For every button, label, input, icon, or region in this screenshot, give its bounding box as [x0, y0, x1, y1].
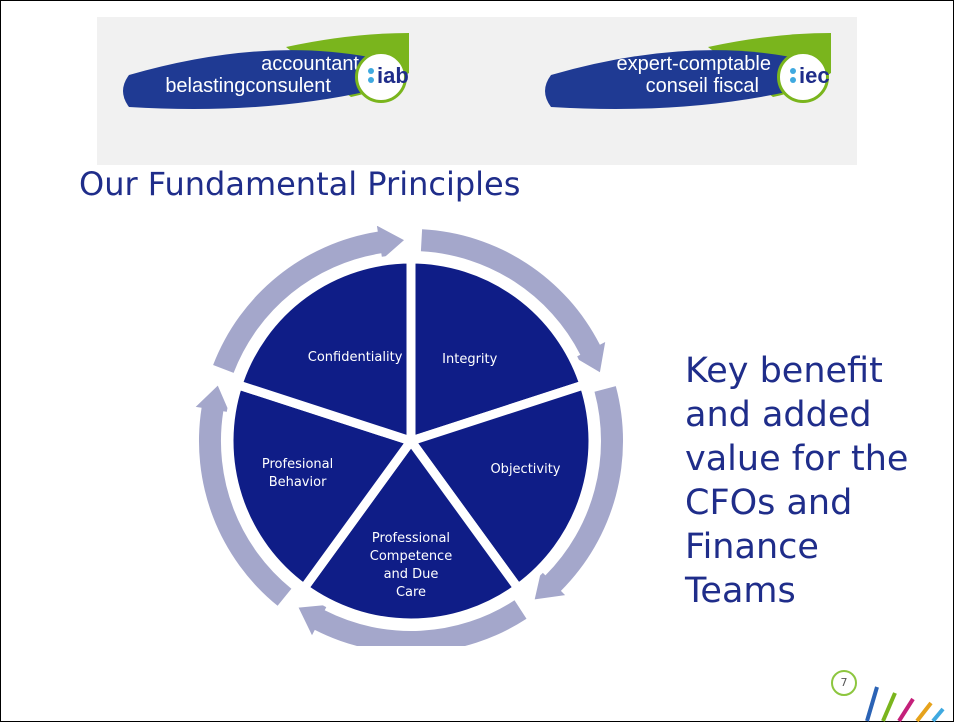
label-objectivity: Objectivity [465, 461, 585, 479]
cycle-arrow-integrity [420, 229, 606, 373]
iab-badge-text: iab [377, 63, 409, 88]
iab-logo: accountant belastingconsulent iab [111, 31, 411, 111]
iab-badge: iab [355, 51, 409, 103]
benefit-text-line: and added [685, 395, 872, 435]
corner-logo [865, 686, 945, 723]
benefit-text-line: Teams [685, 571, 796, 611]
cycle-arrow-competence [298, 600, 527, 646]
slide-title: Our Fundamental Principles [79, 165, 521, 203]
iec-badge-text: iec [799, 63, 830, 88]
label-line: Care [395, 585, 427, 600]
label-line: Professional [371, 531, 451, 546]
dots-icon [790, 68, 798, 90]
benefit-text-line: value for the [685, 439, 909, 479]
label-line: Integrity [442, 352, 498, 368]
segment-behavior [224, 380, 416, 593]
label-line: Competence [369, 549, 453, 564]
label-line: and Due [383, 567, 439, 582]
label-line: Behavior [268, 474, 327, 490]
segment-competence [299, 436, 523, 628]
iec-logo-line2: conseil fiscal [645, 75, 759, 97]
label-confidentiality: Confidentiality [295, 349, 415, 367]
label-line: Objectivity [490, 461, 561, 477]
iec-badge: iec [777, 51, 830, 103]
segment-confidentiality [233, 254, 416, 446]
label-integrity: Integrity [410, 351, 530, 369]
logo-strip: accountant belastingconsulent iab expert… [97, 17, 857, 165]
iec-logo-line1: expert-comptable [616, 53, 771, 75]
segment-objectivity [406, 380, 598, 593]
page-number: 7 [831, 670, 857, 696]
dots-icon [368, 68, 376, 90]
cycle-arrow-behavior [195, 385, 292, 606]
principles-cycle [195, 226, 624, 646]
cycle-arrow-objectivity [534, 386, 624, 600]
label-line: Confidentiality [307, 350, 403, 366]
iab-logo-line2: belastingconsulent [165, 75, 331, 97]
label-line: Profesional [261, 456, 334, 472]
benefit-text-line: Key benefit [685, 351, 883, 391]
cycle-arrow-confidentiality [213, 226, 404, 373]
iab-logo-line1: accountant [261, 53, 359, 75]
iec-logo: expert-comptable conseil fiscal iec [533, 31, 833, 111]
benefit-text-line: CFOs and [685, 483, 853, 523]
benefit-text-line: Finance [685, 527, 819, 567]
